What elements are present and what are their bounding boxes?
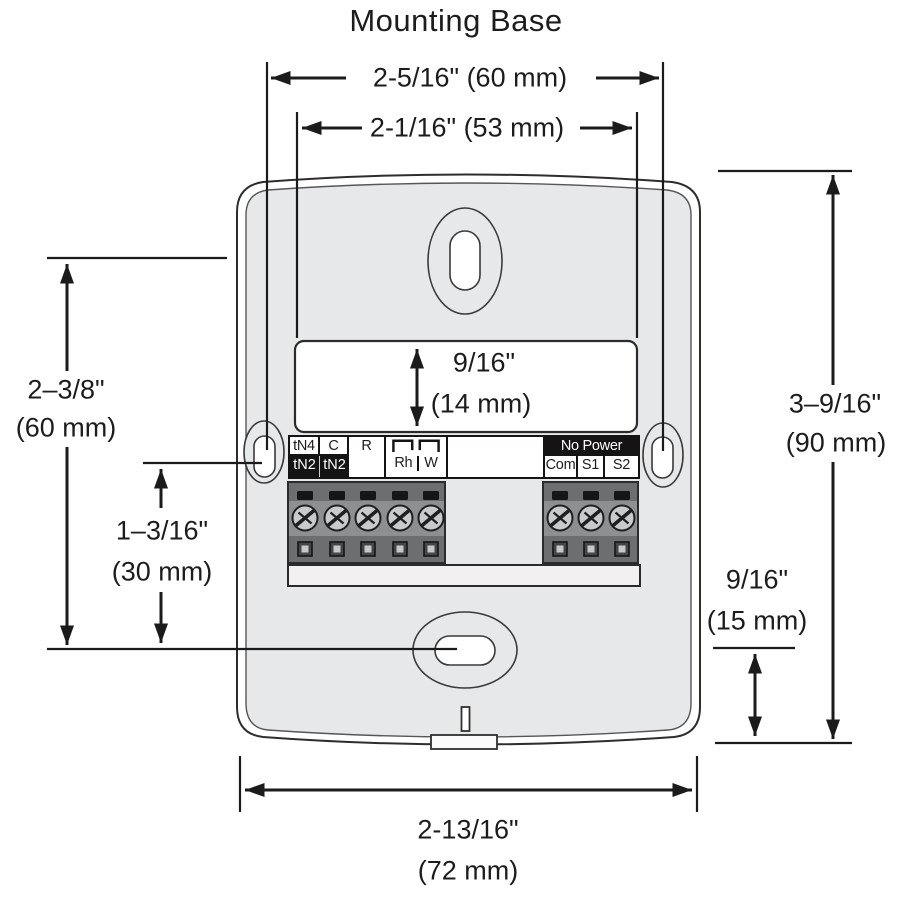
bottom-strip	[287, 564, 641, 587]
page-title: Mounting Base	[349, 3, 563, 38]
terminal-cell-rh-w: Rh W	[386, 437, 446, 477]
dim-left-height-mm: (60 mm)	[15, 412, 117, 443]
rh-w-divider	[417, 456, 420, 471]
dim-right-lower-in: 9/16"	[725, 564, 789, 595]
terminal-label-tn2-a: tN2	[290, 456, 320, 477]
terminal-label-no-power: No Power	[545, 437, 638, 456]
terminal-label-tn2-b: tN2	[323, 457, 346, 473]
top-mounting-hole	[427, 207, 503, 315]
terminal-label-c: C	[320, 437, 349, 456]
dim-base-width-mm: (72 mm)	[417, 855, 519, 886]
wire-opening	[293, 339, 639, 434]
jumper-icon	[392, 439, 440, 453]
bottom-slot	[460, 706, 471, 732]
dimension-arrows	[60, 71, 840, 797]
bottom-mounting-hole	[412, 611, 518, 689]
left-mounting-hole	[243, 420, 285, 484]
terminal-band-middle	[448, 435, 543, 479]
dim-base-width-in: 2-13/16"	[417, 814, 519, 845]
dim-opening-height-mm: (14 mm)	[430, 388, 532, 419]
dim-left-lower-mm: (30 mm)	[111, 556, 213, 587]
terminal-label-w: W	[424, 455, 438, 471]
terminal-label-rh: Rh	[394, 455, 413, 471]
dim-left-height-in: 2–3/8"	[27, 374, 105, 405]
dim-hole-spacing: 2-5/16" (60 mm)	[372, 62, 568, 93]
terminal-label-s1: S1	[578, 456, 605, 477]
extension-lines	[47, 62, 852, 812]
dim-left-lower-in: 1–3/16"	[115, 515, 209, 546]
bottom-tab	[430, 734, 498, 750]
terminal-labels-right: No Power Com S1 S2	[543, 435, 640, 479]
terminal-label-tn4: tN4	[290, 437, 320, 456]
terminal-label-r: R	[349, 437, 386, 477]
dim-opening-height-in: 9/16"	[452, 347, 516, 378]
dim-opening-width: 2-1/16" (53 mm)	[369, 112, 565, 143]
terminal-label-com: Com	[545, 456, 578, 477]
terminal-cell-tn2: tN2 tN2	[290, 456, 349, 477]
terminal-labels-left: tN4 C R Rh W tN2 tN2	[288, 435, 448, 479]
terminal-label-s2: S2	[612, 457, 631, 473]
dim-right-lower-mm: (15 mm)	[706, 605, 808, 636]
dim-right-height-in: 3–9/16"	[788, 388, 882, 419]
dim-right-height-mm: (90 mm)	[785, 427, 887, 458]
